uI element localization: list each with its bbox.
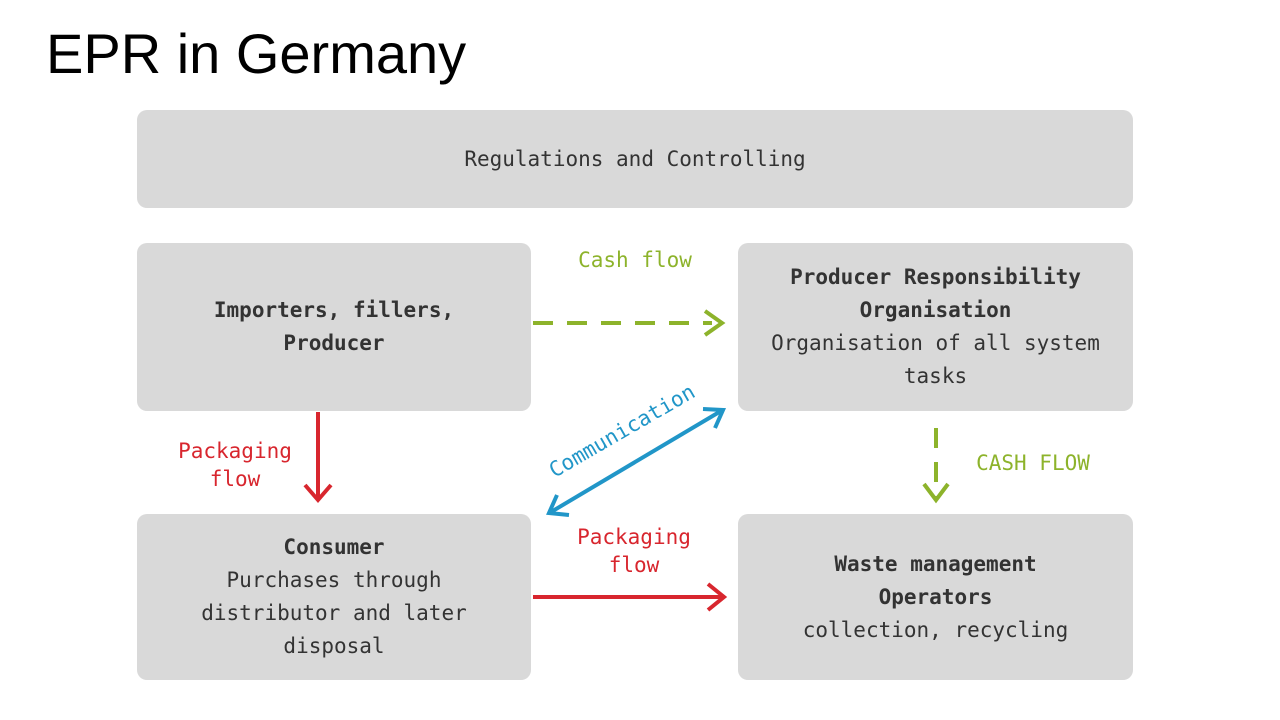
regulations-label: Regulations and Controlling [464,146,806,171]
producers-box: Importers, fillers, Producer [137,243,531,411]
waste-label-line1: Waste management [834,551,1037,576]
slide-title: EPR in Germany [46,22,467,85]
regulations-box: Regulations and Controlling [137,110,1133,208]
pro-subtitle: Organisation of all system tasks [771,331,1100,388]
consumer-line3: disposal [283,634,385,658]
packaging-flow-bottom-label: Packaging flow [571,523,697,579]
pro-label-line1: Producer Responsibility [790,265,1081,289]
waste-subtitle: collection, recycling [802,617,1069,642]
packaging-flow-bottom-arrowhead [706,582,728,612]
consumer-label: Consumer [283,535,385,559]
producers-label-line1: Importers, fillers, [213,298,455,322]
packaging-flow-left-line1: Packaging [178,439,292,463]
waste-label-line2: Operators [878,584,993,609]
packaging-flow-left-arrowhead [303,483,333,504]
cash-flow-top-label: Cash flow [578,248,692,272]
packaging-flow-bottom-line2: flow [608,553,660,577]
cash-flow-right-label: CASH FLOW [976,451,1090,475]
cash-flow-right-arrowhead [922,482,950,504]
pro-label-line2: Organisation [859,298,1012,322]
communication-arrowhead-top [702,407,727,429]
producers-label-line2: Producer [283,331,385,355]
consumer-line1: Purchases through [226,568,442,592]
waste-management-box: Waste management Operators collection, r… [738,514,1133,680]
communication-arrow [549,409,723,514]
cash-flow-top-arrowhead [703,309,726,337]
pro-box: Producer Responsibility Organisation Org… [738,243,1133,411]
consumer-line2: distributor and later [201,601,467,625]
packaging-flow-left-line2: flow [209,467,261,491]
packaging-flow-left-label: Packaging flow [172,437,298,493]
consumer-box: Consumer Purchases through distributor a… [137,514,531,680]
packaging-flow-bottom-line1: Packaging [577,525,691,549]
communication-arrowhead-bottom [546,494,570,517]
